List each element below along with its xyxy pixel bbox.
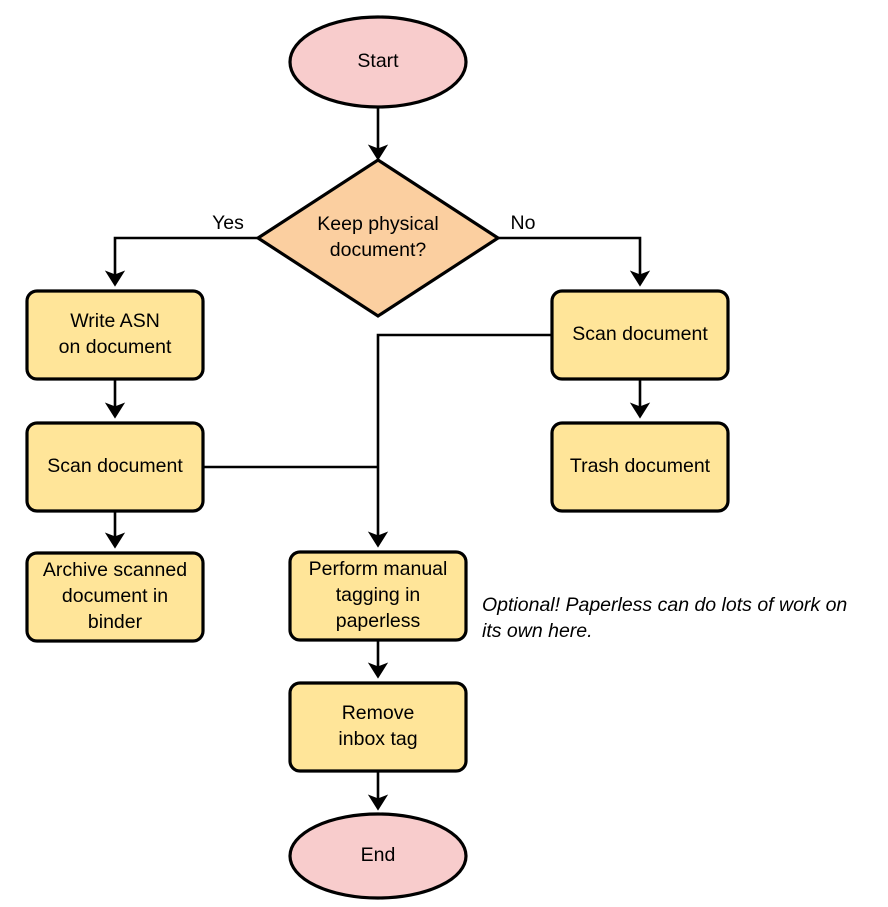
node-label-line: binder xyxy=(88,611,143,633)
node-label: Keep physical document? xyxy=(317,213,438,261)
node-decision-keep-physical[interactable]: Keep physical document? xyxy=(255,158,501,318)
node-label: Write ASN on document xyxy=(59,310,172,358)
node-label-line: Write ASN xyxy=(70,310,160,332)
process-shape[interactable] xyxy=(288,681,468,773)
node-label: Scan document xyxy=(572,323,708,345)
node-label: Start xyxy=(357,50,399,72)
node-label: Perform manual tagging in paperless xyxy=(309,558,448,632)
edge-path xyxy=(498,236,651,287)
process-shape[interactable] xyxy=(550,289,730,381)
node-label-line: inbox tag xyxy=(338,728,417,750)
node-archive-scanned[interactable]: Archive scanned document in binder xyxy=(25,551,205,643)
node-label-line: Scan document xyxy=(47,455,183,477)
edge-scan-right-to-tagging xyxy=(367,333,552,548)
process-shape[interactable] xyxy=(288,550,468,642)
annotation-optional-note: Optional! Paperless can do lots of work … xyxy=(482,594,847,642)
node-remove-inbox-tag[interactable]: Remove inbox tag xyxy=(288,681,468,773)
process-shape[interactable] xyxy=(25,421,205,513)
edges-layer: Yes No xyxy=(104,107,651,811)
node-label-line: Trash document xyxy=(570,455,711,477)
edge-label-decision-no-to-scan-right: No xyxy=(511,212,536,234)
node-trash-document[interactable]: Trash document xyxy=(550,421,730,513)
process-shape[interactable] xyxy=(25,551,205,643)
annotation-line: Optional! Paperless can do lots of work … xyxy=(482,594,847,616)
node-label-line: Keep physical xyxy=(317,213,438,235)
node-label-line: Start xyxy=(357,50,399,72)
decision-shape[interactable] xyxy=(255,158,501,318)
edge-decision-no-to-scan-right: No xyxy=(498,212,651,287)
node-label-line: End xyxy=(361,844,396,866)
node-label-line: document? xyxy=(330,239,427,261)
process-shape[interactable] xyxy=(25,289,205,381)
node-label: Archive scanned document in binder xyxy=(43,559,187,633)
process-shape[interactable] xyxy=(550,421,730,513)
node-label-line: tagging in xyxy=(336,584,421,606)
node-label-line: document in xyxy=(62,585,168,607)
node-perform-manual-tagging[interactable]: Perform manual tagging in paperless xyxy=(288,550,468,642)
terminator-shape[interactable] xyxy=(288,15,468,109)
node-label: End xyxy=(361,844,396,866)
node-scan-document-left[interactable]: Scan document xyxy=(25,421,205,513)
node-label: Trash document xyxy=(570,455,711,477)
node-label-line: Perform manual xyxy=(309,558,448,580)
node-start[interactable]: Start xyxy=(288,15,468,109)
node-write-asn[interactable]: Write ASN on document xyxy=(25,289,205,381)
node-label-line: Archive scanned xyxy=(43,559,187,581)
edge-path xyxy=(367,333,552,548)
node-label: Remove inbox tag xyxy=(338,702,417,750)
annotation-line: its own here. xyxy=(482,620,593,642)
node-end[interactable]: End xyxy=(288,812,468,900)
edge-label-decision-yes-to-write-asn: Yes xyxy=(212,212,244,234)
node-label-line: paperless xyxy=(336,610,421,632)
edge-path xyxy=(104,236,258,287)
node-label-line: on document xyxy=(59,336,172,358)
annotations-layer: Optional! Paperless can do lots of work … xyxy=(482,594,847,642)
terminator-shape[interactable] xyxy=(288,812,468,900)
node-scan-document-right[interactable]: Scan document xyxy=(550,289,730,381)
node-label-line: Remove xyxy=(342,702,415,724)
edge-decision-yes-to-write-asn: Yes xyxy=(104,212,258,287)
node-label-line: Scan document xyxy=(572,323,708,345)
node-label: Scan document xyxy=(47,455,183,477)
